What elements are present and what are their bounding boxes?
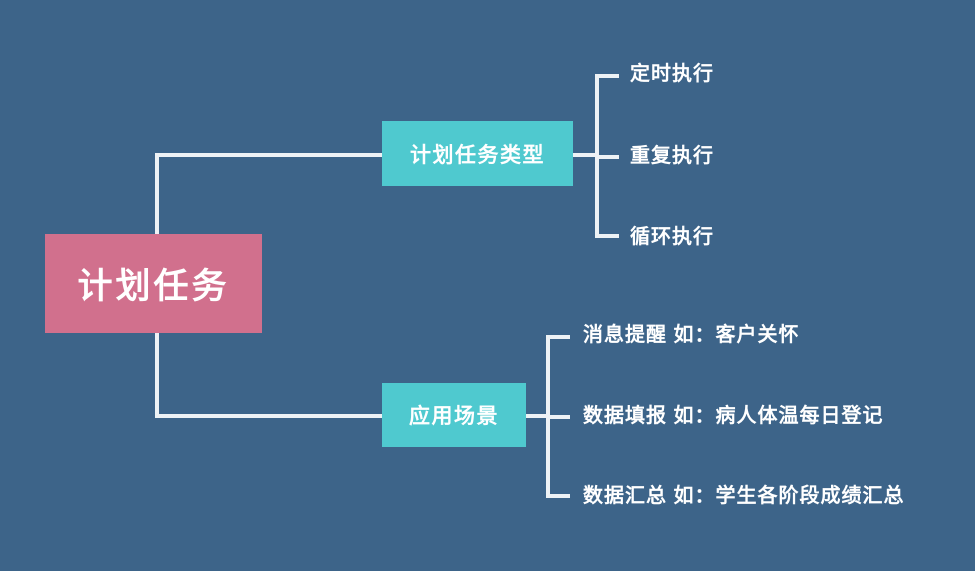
leaf-connector-repeat <box>595 155 619 159</box>
root-node-scheduled-task[interactable]: 计划任务 <box>45 234 262 333</box>
branch-task-type-stub <box>573 153 599 157</box>
root-connector-arm-top <box>155 153 384 157</box>
root-connector-arm-bottom <box>155 414 384 418</box>
branch-node-use-cases[interactable]: 应用场景 <box>382 383 526 447</box>
leaf-label-data-summary[interactable]: 数据汇总 如：学生各阶段成绩汇总 <box>583 485 905 507</box>
branch-node-task-type[interactable]: 计划任务类型 <box>382 121 573 186</box>
leaf-label-timed-execution[interactable]: 定时执行 <box>630 63 714 85</box>
leaf-label-data-entry[interactable]: 数据填报 如：病人体温每日登记 <box>583 405 884 427</box>
leaf-connector-data-entry <box>546 415 570 419</box>
leaf-connector-data-summary <box>546 494 570 498</box>
leaf-label-message-reminder[interactable]: 消息提醒 如：客户关怀 <box>583 324 800 346</box>
leaf-connector-message-reminder <box>546 335 570 339</box>
branch-node-task-type-label: 计划任务类型 <box>410 143 545 167</box>
root-node-label: 计划任务 <box>77 267 230 306</box>
leaf-label-repeat-execution[interactable]: 重复执行 <box>630 145 714 167</box>
branch-node-use-cases-label: 应用场景 <box>409 405 499 428</box>
leaf-connector-cycle <box>595 234 619 238</box>
branch-use-cases-stub <box>526 414 550 418</box>
leaf-label-cycle-execution[interactable]: 循环执行 <box>630 226 714 248</box>
leaf-connector-timed <box>595 74 619 78</box>
